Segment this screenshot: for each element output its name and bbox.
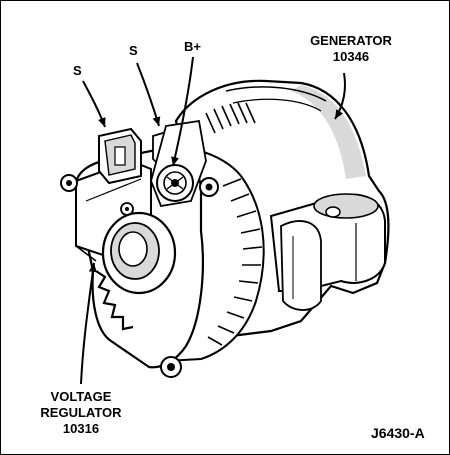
mounting-bolt-bottom — [160, 356, 182, 378]
arrow-regulator — [80, 262, 97, 385]
label-s-left: S — [73, 63, 82, 78]
label-voltage-regulator: VOLTAGE REGULATOR 10316 — [26, 389, 136, 437]
label-generator: GENERATOR 10346 — [301, 33, 401, 65]
arrow-generator — [334, 72, 346, 120]
generator-code: 10346 — [332, 49, 370, 64]
mounting-bosses — [269, 193, 386, 311]
fan-teeth — [95, 270, 134, 331]
case-ribs — [207, 178, 263, 346]
mounting-bolt-top — [199, 177, 219, 197]
housing-vents — [205, 102, 256, 134]
arrow-s-left — [82, 80, 106, 128]
label-b-plus: B+ — [184, 39, 201, 54]
label-s-mid: S — [129, 43, 138, 58]
mounting-bolt-mid — [120, 202, 134, 216]
housing-shading — [291, 85, 366, 179]
regulator-code: 10316 — [62, 421, 100, 436]
regulator-line2: REGULATOR — [40, 405, 122, 420]
generator-title: GENERATOR — [310, 33, 392, 48]
mounting-bolt-left — [60, 174, 78, 192]
arrow-b-plus — [171, 56, 194, 167]
arrow-s-mid — [136, 62, 161, 127]
figure-id: J6430-A — [371, 425, 425, 441]
leader-arrows — [80, 56, 346, 385]
regulator-line1: VOLTAGE — [50, 389, 112, 404]
pulley-shaft — [101, 211, 177, 295]
